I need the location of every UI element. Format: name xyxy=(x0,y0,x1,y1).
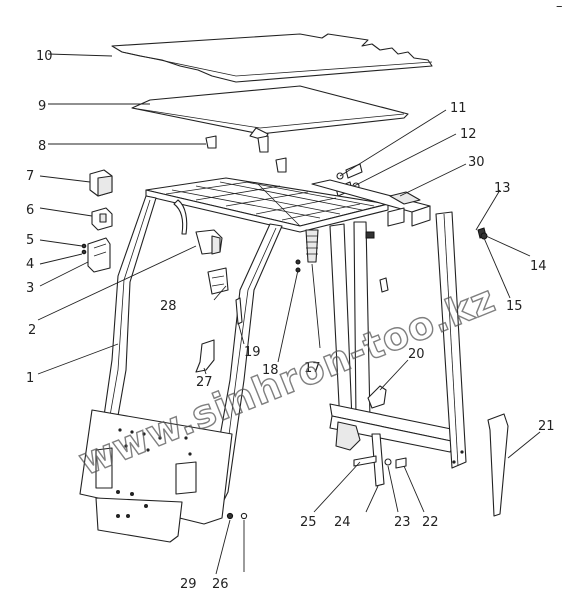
cabin-frame xyxy=(79,177,509,543)
roof-cover xyxy=(131,85,409,141)
label-25: 25 xyxy=(300,515,317,530)
label-23: 23 xyxy=(394,515,411,530)
small-fasteners xyxy=(81,237,111,273)
label-27: 29 xyxy=(180,577,197,592)
roof-top-panel xyxy=(111,33,433,83)
label-3: 3 xyxy=(26,281,34,296)
roof-brackets xyxy=(205,135,287,173)
label-13: 13 xyxy=(494,181,511,196)
label-8: 8 xyxy=(38,139,46,154)
label-6: 6 xyxy=(26,203,34,218)
switch-module xyxy=(91,207,113,231)
label-14: 14 xyxy=(530,259,547,274)
corner-mark: – xyxy=(556,0,563,14)
label-12: 12 xyxy=(460,127,477,142)
mirror-block xyxy=(89,169,113,197)
label-15: 15 xyxy=(506,299,523,314)
label-22: 22 xyxy=(422,515,439,530)
label-26: 26 xyxy=(212,577,229,592)
label-24: 24 xyxy=(334,515,351,530)
leader-lines xyxy=(37,53,541,575)
label-10: 10 xyxy=(36,49,53,64)
label-11: 11 xyxy=(450,101,467,116)
label-17: 17 xyxy=(304,361,321,376)
label-5: 5 xyxy=(26,233,34,248)
label-29: 28 xyxy=(160,299,177,314)
label-7: 7 xyxy=(26,169,34,184)
label-30: 30 xyxy=(468,155,485,170)
label-2: 2 xyxy=(28,323,36,338)
label-21: 21 xyxy=(538,419,555,434)
label-18: 18 xyxy=(262,363,279,378)
label-4: 4 xyxy=(26,257,34,272)
label-9: 9 xyxy=(38,99,46,114)
label-19: 19 xyxy=(244,345,261,360)
label-1: 1 xyxy=(26,371,34,386)
part-number-labels: 10 9 8 7 6 5 4 3 2 1 11 12 30 13 14 15 2… xyxy=(26,49,555,592)
watermark-text: www.sinhron-too.kz xyxy=(73,276,502,483)
label-28: 27 xyxy=(196,375,213,390)
label-20: 20 xyxy=(408,347,425,362)
